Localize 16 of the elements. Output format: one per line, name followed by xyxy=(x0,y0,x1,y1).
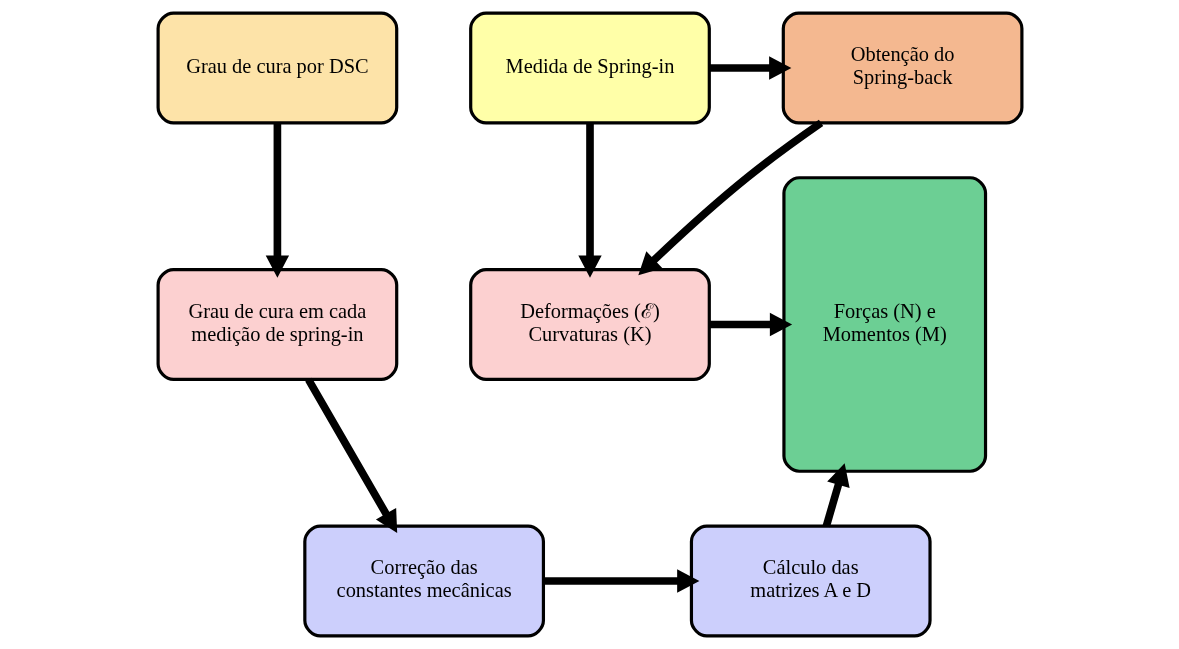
arrow xyxy=(577,123,602,278)
arrow xyxy=(265,123,289,278)
arrow xyxy=(542,569,699,593)
arrow xyxy=(822,463,850,528)
node-box: Correção das constantes mecânicas xyxy=(302,524,545,638)
arrow xyxy=(304,377,397,534)
node-box: Grau de cura por DSC xyxy=(156,11,398,125)
arrow xyxy=(637,119,823,276)
arrow xyxy=(709,312,792,337)
node-box: Deformações (ℰ) Curvaturas (K) xyxy=(468,268,711,381)
node-box: Obtenção do Spring-back xyxy=(781,11,1023,125)
node-box: Grau de cura em cada medição de spring-in xyxy=(156,268,398,381)
node-box: Forças (N) e Momentos (M) xyxy=(781,176,987,473)
node-box: Medida de Spring-in xyxy=(468,11,711,125)
node-box: Cálculo das matrizes A e D xyxy=(689,524,932,638)
arrow xyxy=(709,56,791,80)
